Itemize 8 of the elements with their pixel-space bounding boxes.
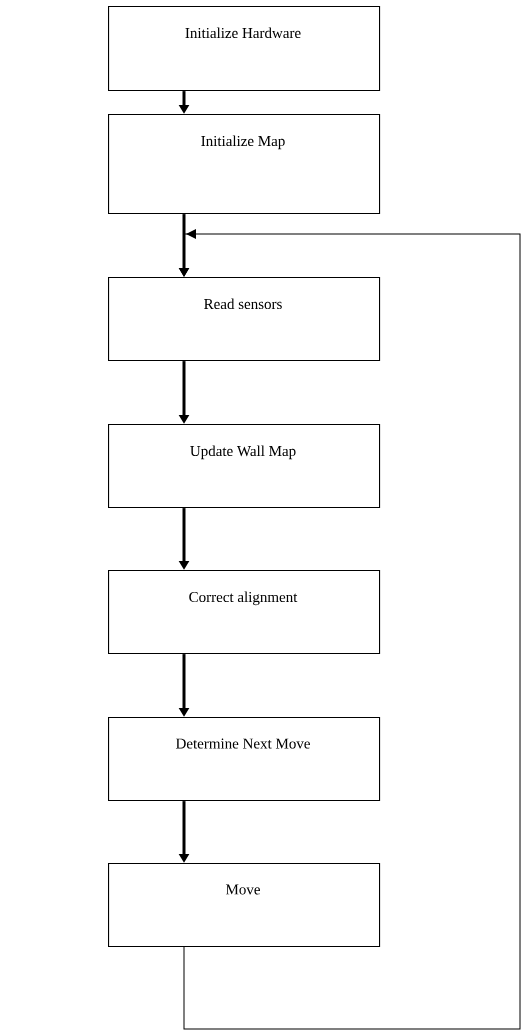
- process-box: Update Wall Map: [108, 424, 381, 509]
- process-box: Correct alignment: [108, 570, 381, 655]
- process-box: Initialize Map: [108, 114, 381, 215]
- arrow: [179, 229, 521, 1030]
- process-box: Read sensors: [108, 277, 381, 362]
- process-box: Initialize Hardware: [108, 6, 381, 92]
- process-box: Determine Next Move: [108, 717, 381, 802]
- process-box: Move: [108, 863, 381, 948]
